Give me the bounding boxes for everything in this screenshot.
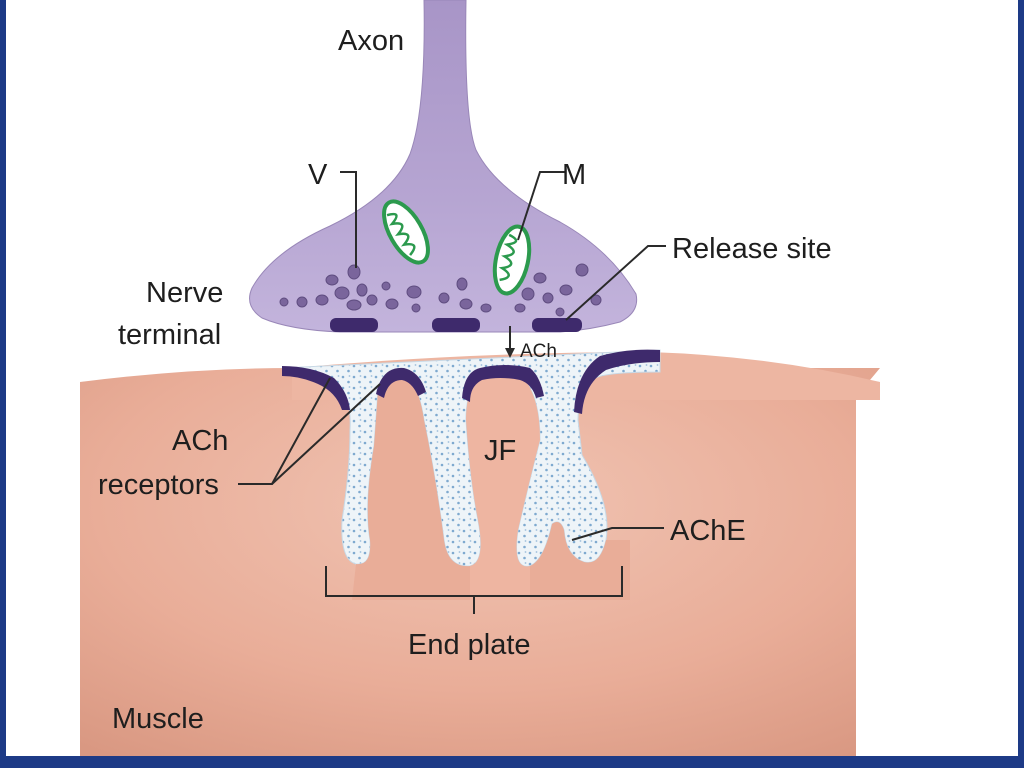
label-ach-receptors-line2: receptors xyxy=(98,469,219,501)
mitochondrion-left xyxy=(382,199,430,265)
label-ach-receptors-line1: ACh xyxy=(172,425,228,457)
ach-arrow xyxy=(505,326,515,358)
label-release-site: Release site xyxy=(672,233,832,265)
ache-leader-line xyxy=(571,527,664,541)
synaptic-vesicles xyxy=(279,263,602,317)
label-jf: JF xyxy=(484,435,516,467)
v-leader-line xyxy=(340,171,357,268)
junctional-fold-3 xyxy=(530,522,630,600)
label-muscle: Muscle xyxy=(112,703,204,735)
end-plate-bracket xyxy=(325,566,623,614)
junctional-fold-2 xyxy=(466,372,540,600)
label-nerve: Nerve xyxy=(146,277,223,309)
label-v: V xyxy=(308,159,328,191)
ach-receptor-bands xyxy=(282,349,660,414)
ach-receptors-leader-line-2 xyxy=(271,383,381,485)
label-ach: ACh xyxy=(520,341,557,362)
release-site-leader-line xyxy=(565,245,666,321)
junctional-fold-1 xyxy=(352,373,470,600)
label-m: M xyxy=(562,159,586,191)
label-axon: Axon xyxy=(338,25,404,57)
mitochondrion-right xyxy=(492,224,532,296)
label-ache: AChE xyxy=(670,515,746,547)
release-sites xyxy=(330,318,582,332)
label-end-plate: End plate xyxy=(408,629,531,661)
m-leader-line xyxy=(517,171,566,241)
label-terminal: terminal xyxy=(118,319,221,351)
